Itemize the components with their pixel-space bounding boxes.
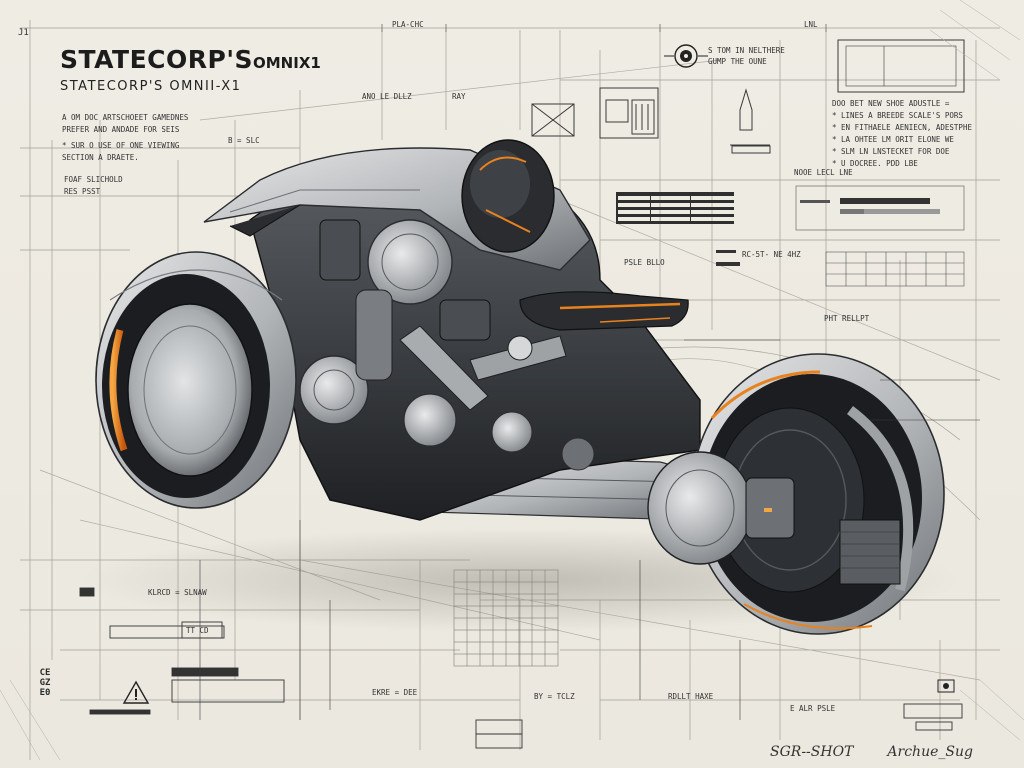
top-ruler-label-right: LNL [804, 20, 818, 29]
note-line: * U DOCREE. PDD LBE [832, 159, 918, 168]
page-title-brand: STATECORP'S [60, 45, 253, 74]
dimension-lines [199, 339, 980, 720]
notes-left-small: FOAF SLICHOLD RES PSST [64, 174, 123, 198]
side-code: CEGZE0 [39, 668, 51, 698]
page-title-model: OMNIX1 [253, 54, 321, 72]
lens-target-icon [664, 44, 708, 68]
label-mid-center: PSLE BLLO [624, 258, 665, 267]
grid-table-right [825, 251, 965, 287]
signature-left: SGR--SHOT [770, 744, 854, 760]
note-line: * LA OHTEE LM ORIT ELONE WE [832, 135, 954, 144]
rider-helmet [461, 139, 555, 253]
small-bars-mid-right [716, 250, 740, 266]
label-top-right-b: GUMP THE OUNE [708, 57, 767, 66]
seat [519, 291, 689, 331]
note-line: FOAF SLICHOLD [64, 175, 123, 184]
notes-right: DOO BET NEW SHOE ADUSTLE = * LINES A BRE… [832, 98, 972, 170]
label-bottom-left: KLRCD = SLNAW [148, 588, 207, 597]
label-dimension-a: B = SLC [228, 136, 260, 145]
page-title: STATECORP'SOMNIX1 [60, 44, 321, 75]
note-line: * LINES A BREEDE SCALE'S PORS [832, 111, 963, 120]
signature: SGR--SHOT Archue_Sug [770, 744, 973, 760]
notes-left: A OM DOC ARTSCHOEET GAMEDNES PREFER AND … [62, 112, 188, 164]
camera-glyph [937, 679, 955, 693]
note-line: A OM DOC ARTSCHOEET GAMEDNES [62, 113, 189, 122]
signature-right: Archue_Sug [887, 744, 973, 760]
note-line: DOO BET NEW SHOE ADUSTLE = [832, 99, 950, 108]
label-right-mid: PHT RELLPT [824, 314, 870, 323]
label-mid-right: RC-5T- NE 4HZ [742, 250, 801, 259]
note-line: * SUR O USE OF ONE VIEWING [62, 141, 180, 150]
warning-triangle-icon [122, 680, 150, 704]
label-model-line: NOOE LECL LNE [794, 168, 853, 177]
motorcycle [95, 139, 945, 635]
note-line: RES PSST [64, 187, 101, 196]
label-bottom-right: RDLLT HAXE [668, 692, 714, 701]
rear-wheel [647, 353, 945, 635]
label-bottom-right-b: E ALR PSLE [790, 704, 836, 713]
engine-block [299, 219, 595, 471]
corner-mark: J1 [18, 28, 29, 38]
label-bottom-mid-b: BY = TCLZ [534, 692, 575, 701]
bottom-left-schematics [79, 587, 963, 749]
label-bottom-left-b: TT CD [186, 626, 209, 635]
note-line: PREFER AND ANDADE FOR SEIS [62, 125, 180, 134]
label-bottom-mid: EKRE = DEE [372, 688, 418, 697]
label-upper-mid: ANO LE DLLZ [362, 92, 412, 101]
note-line: * SLM LN LNSTECKET FOR DOE [832, 147, 950, 156]
page-subtitle: STATECORP'S OMNII-X1 [60, 79, 242, 94]
note-line: SECTION A DRAETE. [62, 153, 139, 162]
label-upper-mid-b: RAY [452, 92, 466, 101]
data-table-block-a [616, 192, 734, 224]
data-table-block-b [795, 185, 965, 231]
note-line: * EN FITHAELE AENIECN, ADESTPHE [832, 123, 972, 132]
label-top-right-a: S TOM IN NELTHERE [708, 46, 785, 55]
front-wheel [95, 251, 297, 509]
top-ruler-label: PLA-CHC [392, 20, 424, 29]
top-right-schematics [531, 39, 965, 154]
top-ruler [381, 24, 827, 32]
